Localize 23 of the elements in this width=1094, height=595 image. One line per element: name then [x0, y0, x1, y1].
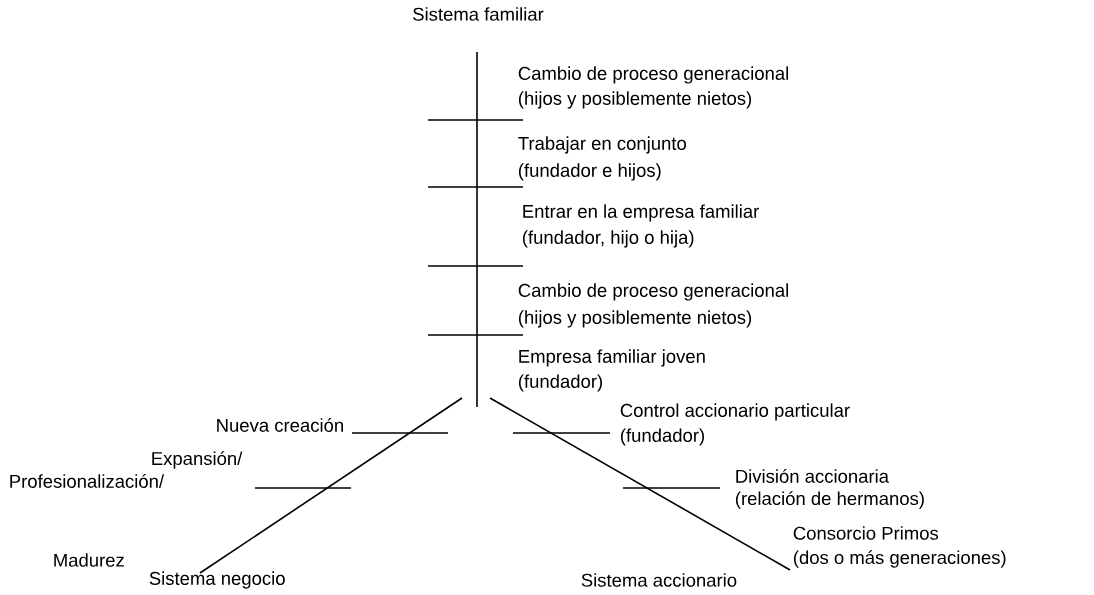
axis-label: (hijos y posiblemente nietos)	[518, 91, 752, 109]
axis-label: (fundador)	[620, 428, 704, 446]
axis-label: (fundador, hijo o hija)	[522, 230, 694, 248]
axis-label: División accionaria	[736, 469, 889, 483]
axis-label: Madurez	[54, 553, 124, 567]
axis-label: Consorcio Primos	[793, 526, 939, 540]
axis-label: (fundador)	[518, 374, 602, 392]
axis-label: (dos o más generaciones)	[793, 550, 1006, 568]
axis-label: Entrar en la empresa familiar	[523, 204, 759, 222]
axis-label: Sistema familiar	[413, 7, 544, 21]
axis-label: Cambio de proceso generacional	[518, 283, 788, 301]
axis-label: (relación de hermanos)	[735, 491, 924, 509]
axis-label: (fundador e hijos)	[518, 163, 661, 181]
axis-label: Control accionario particular	[620, 403, 850, 421]
axis-label: Sistema accionario	[581, 573, 737, 587]
axis-label: Sistema negocio	[149, 571, 285, 589]
axis-label: Empresa familiar joven	[519, 349, 705, 367]
axis-label: Expansión/	[152, 451, 243, 469]
axis-label: Nueva creación	[217, 418, 343, 432]
axis-label: Cambio de proceso generacional	[518, 66, 788, 84]
axis-label: (hijos y posiblemente nietos)	[518, 310, 752, 328]
axis-label: Profesionalización/	[10, 474, 165, 488]
axis-label: Trabajar en conjunto	[518, 136, 686, 154]
